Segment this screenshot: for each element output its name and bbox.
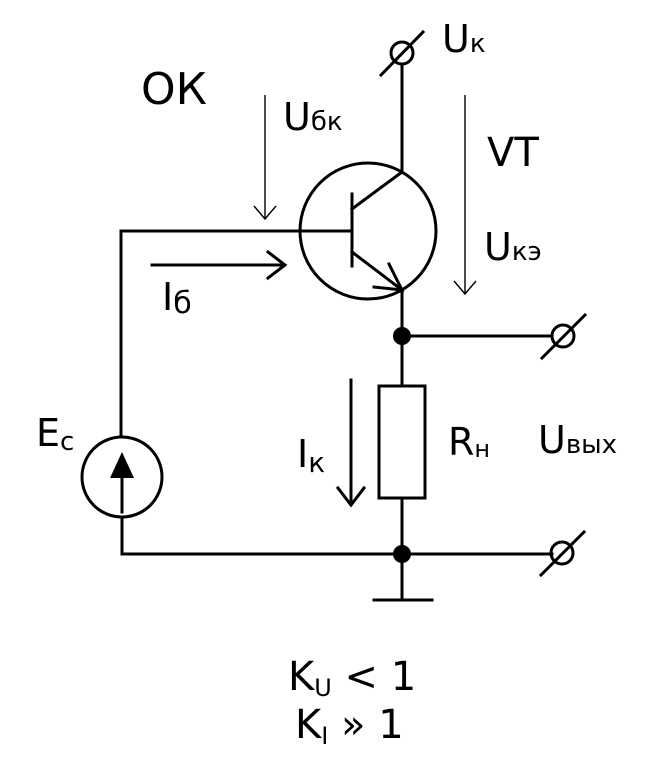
base-current-arrow bbox=[150, 249, 288, 281]
formula-current-gain: KI » 1 bbox=[295, 702, 404, 750]
label-rn: Rн bbox=[448, 420, 490, 464]
transistor-symbol bbox=[298, 161, 438, 301]
ubk-voltage-arrow bbox=[253, 95, 277, 221]
terminal-output-top bbox=[539, 312, 588, 361]
formula-voltage-gain: KU < 1 bbox=[288, 654, 416, 702]
load-resistor bbox=[377, 384, 427, 500]
label-ec: Eс bbox=[36, 411, 74, 457]
label-ik: Iк bbox=[297, 432, 325, 479]
diagram-title: ОК bbox=[141, 64, 207, 115]
terminal-collector bbox=[378, 29, 426, 78]
junction-emitter-node bbox=[393, 327, 411, 345]
label-uvyh: Uвых bbox=[538, 418, 617, 462]
collector-current-arrow bbox=[335, 378, 367, 508]
label-ib: Iб bbox=[162, 275, 192, 321]
terminal-output-bottom bbox=[538, 529, 587, 578]
label-ubk: Uбк bbox=[283, 95, 343, 139]
label-vt: VT bbox=[487, 130, 539, 176]
label-uk: Uк bbox=[442, 17, 486, 61]
signal-source bbox=[80, 435, 164, 519]
label-uke: Uкэ bbox=[484, 225, 542, 269]
wire-base bbox=[119, 229, 302, 439]
junction-ground-node bbox=[393, 545, 411, 563]
wire-return bbox=[120, 515, 554, 556]
uke-voltage-arrow bbox=[453, 95, 477, 296]
